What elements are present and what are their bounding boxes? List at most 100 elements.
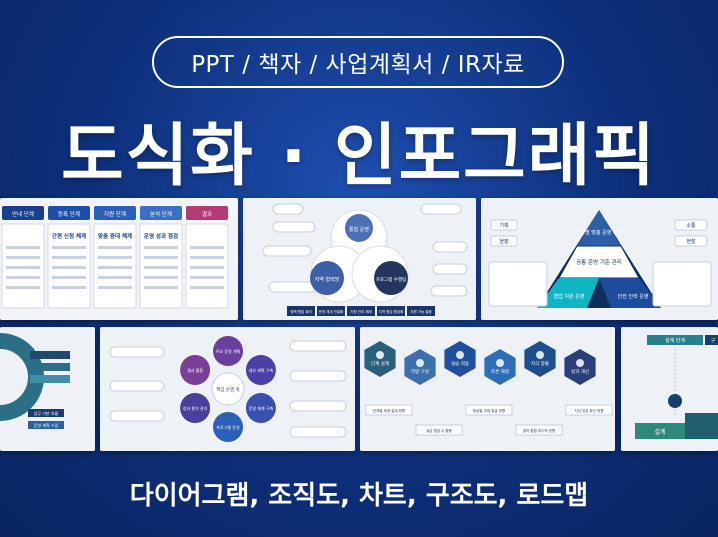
bottom-box-label: 자원 관리 체제 [350,309,372,314]
cycle-node-label: 주요 운영 계획 [216,348,241,354]
step-header-label: 안내 단계 [12,210,34,218]
bottom-box-label: 지원 기능 통합 [410,309,432,314]
center-label-3: 프로그램 수행팀 [376,276,406,283]
media-types-text: PPT / 책자 / 사업계획서 / IR자료 [191,52,525,78]
roadmap-steps-graphic: 설계 단계 구 설계 [621,327,718,451]
center-label-2: 지역 협력망 [315,276,340,283]
step-text-line [6,286,40,289]
hex-icon [376,351,384,359]
cycle-node-label: 성과 평가 관리 [183,405,208,411]
thumbnail-network-diagram: 통합 운영 지역 협력망 프로그램 수행팀 정책 협업 회의 운영 체계 연결화 자… [243,198,476,320]
step-text-line [190,286,224,289]
hex-label: 토론 해결 [491,368,509,375]
hex-icon [496,359,504,367]
step-text-line [190,266,224,269]
step-text-line [52,276,86,279]
hex-note-label: 실습 협업 주 활용 [426,428,453,433]
triangle-diagram-graphic: 대상별 맞춤 운영 체계 공통 운영 기준 관리 협업 지원 운영 안전 인력 … [481,198,718,320]
step-text-line [144,256,178,259]
main-headline: 도식화 · 인포그래픽 [61,117,657,196]
hex-icon [536,351,544,359]
step-header [186,206,228,220]
network-diagram-graphic: 통합 운영 지역 협력망 프로그램 수행팀 정책 협업 회의 운영 체계 연결화 자… [243,198,476,320]
hex-note-box [465,404,513,416]
donut-chart-graphic: 업무 기본 흐름 운영 계획 수립 [0,327,95,451]
step-text-line [6,246,40,249]
hex-note-label: 대상별 과제 발굴 방향 [473,408,506,413]
hex-note-box [565,404,613,416]
cycle-node [180,355,211,385]
step-text-line [6,276,40,279]
hex-note-label: 단계별 체계 설계 방향 [373,408,406,413]
side-label-4: 현장 [686,238,696,245]
hex-label: 역량 구성 [411,368,429,375]
step-text-line [6,256,40,259]
bottom-box-label: 정책 협업 회의 [290,309,312,314]
step-text-line [190,246,224,249]
right-label: 안전 인력 운영 [618,293,649,300]
side-label-1: 기획 [499,222,508,229]
center-label-1: 통합 운영 [349,226,369,233]
step-text-line [98,246,132,249]
cycle-node-label: 프로그램 운영 [216,424,240,430]
cycle-node-label: 운영 체계 구축 [249,405,274,411]
cycle-center-label: 핵심 운영 축 [216,386,240,393]
step-text-line [144,276,178,279]
bottom-box [347,306,375,316]
cycle-node-label: 세부 계획 구축 [249,367,274,373]
bottom-box-label: 지역 협업 활성화 [379,309,405,314]
step-text-line [52,266,86,269]
donut-label-2: 운영 계획 수립 [34,422,59,428]
step-header-label: 등록 단계 [58,210,80,218]
thumbnail-roadmap-steps: 설계 단계 구 설계 [621,327,718,451]
bottom-box [377,306,405,316]
step-text-line [98,286,132,289]
step-header-label: 결과 [202,210,212,218]
hex-icon [456,351,464,359]
cycle-node [245,355,276,385]
cycle-node [180,393,211,423]
hex-label: 지식 창출 [531,360,549,367]
step-text-line [144,246,178,249]
step-row-label: 맞춤 증대 체계 [98,232,132,240]
step-text-line [144,286,178,289]
cycle-node [245,393,276,423]
hex-note-label: 결과 통합 피드백 방향 [523,428,556,433]
hex-label: 단계 설계 [371,360,389,367]
step-row-label: 간편 신청 체계 [52,232,86,240]
hex-label: 실습 적용 [451,360,469,367]
hex-label: 성과 개선 [571,368,589,375]
step-header [94,206,136,220]
media-types-pill: PPT / 책자 / 사업계획서 / IR자료 [152,36,564,88]
hex-cell [484,349,516,385]
hex-note-box [415,424,463,436]
step-row-label: 운영 성과 점검 [144,232,178,240]
hex-note-box [365,404,413,416]
bottom-box [317,306,345,316]
step-header-label: 분석 단계 [150,210,172,218]
step-text-line [190,276,224,279]
step-text-line [98,276,132,279]
thumbnail-donut-chart: 업무 기본 흐름 운영 계획 수립 [0,327,95,451]
donut-label-1: 업무 기본 흐름 [34,410,59,416]
step-text-line [52,256,86,259]
step-text-line [52,246,86,249]
hex-note-box [515,424,563,436]
hex-icon [576,359,584,367]
left-label: 협업 지원 운영 [554,293,585,300]
step-text-line [144,266,178,269]
cycle-node [213,412,243,442]
footer-caption: 다이어그램, 조직도, 차트, 구조도, 로드맵 [129,481,589,511]
bottom-box-label: 운영 체계 연결화 [319,309,345,314]
side-label-2: 현장 [499,238,509,245]
roadmap-label-2: 구 [711,338,716,344]
step-text-line [52,286,86,289]
hex-note-label: 지식 공유 확산 방향 [574,408,604,413]
cycle-node [213,336,243,366]
